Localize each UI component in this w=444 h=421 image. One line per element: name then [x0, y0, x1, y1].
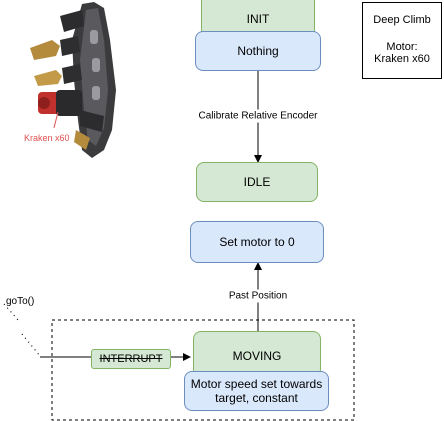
label-calibrate-relative-encoder: Calibrate Relative Encoder	[196, 109, 320, 123]
note-title: Deep Climb	[373, 14, 431, 26]
motor-assembly-image	[30, 2, 116, 158]
note-box: Deep Climb Motor: Kraken x60	[362, 2, 442, 79]
motor-label: Kraken x60	[24, 133, 70, 143]
moving-enclosure	[51, 319, 355, 421]
state-moving-title: MOVING	[193, 331, 321, 377]
state-moving-action-line1: Motor speed set towards	[190, 377, 323, 391]
goto-label: goTo()	[6, 296, 35, 307]
interrupt-label: INTERRUPT	[99, 353, 163, 365]
state-moving-action: Motor speed set towards target, constant	[184, 371, 329, 411]
note-motor-label: Motor:	[386, 41, 418, 53]
state-moving-action-line2: target, constant	[215, 391, 298, 405]
state-idle-action: Set motor to 0	[190, 221, 324, 263]
state-idle-title: IDLE	[196, 162, 318, 202]
goto-dotted-lower	[21, 333, 41, 357]
goto-dotted-upper	[3, 303, 19, 321]
note-motor-value: Kraken x60	[374, 53, 430, 65]
interrupt-tag: INTERRUPT	[91, 349, 171, 369]
state-init-action: Nothing	[195, 31, 321, 71]
label-past-position: Past Position	[226, 289, 290, 303]
